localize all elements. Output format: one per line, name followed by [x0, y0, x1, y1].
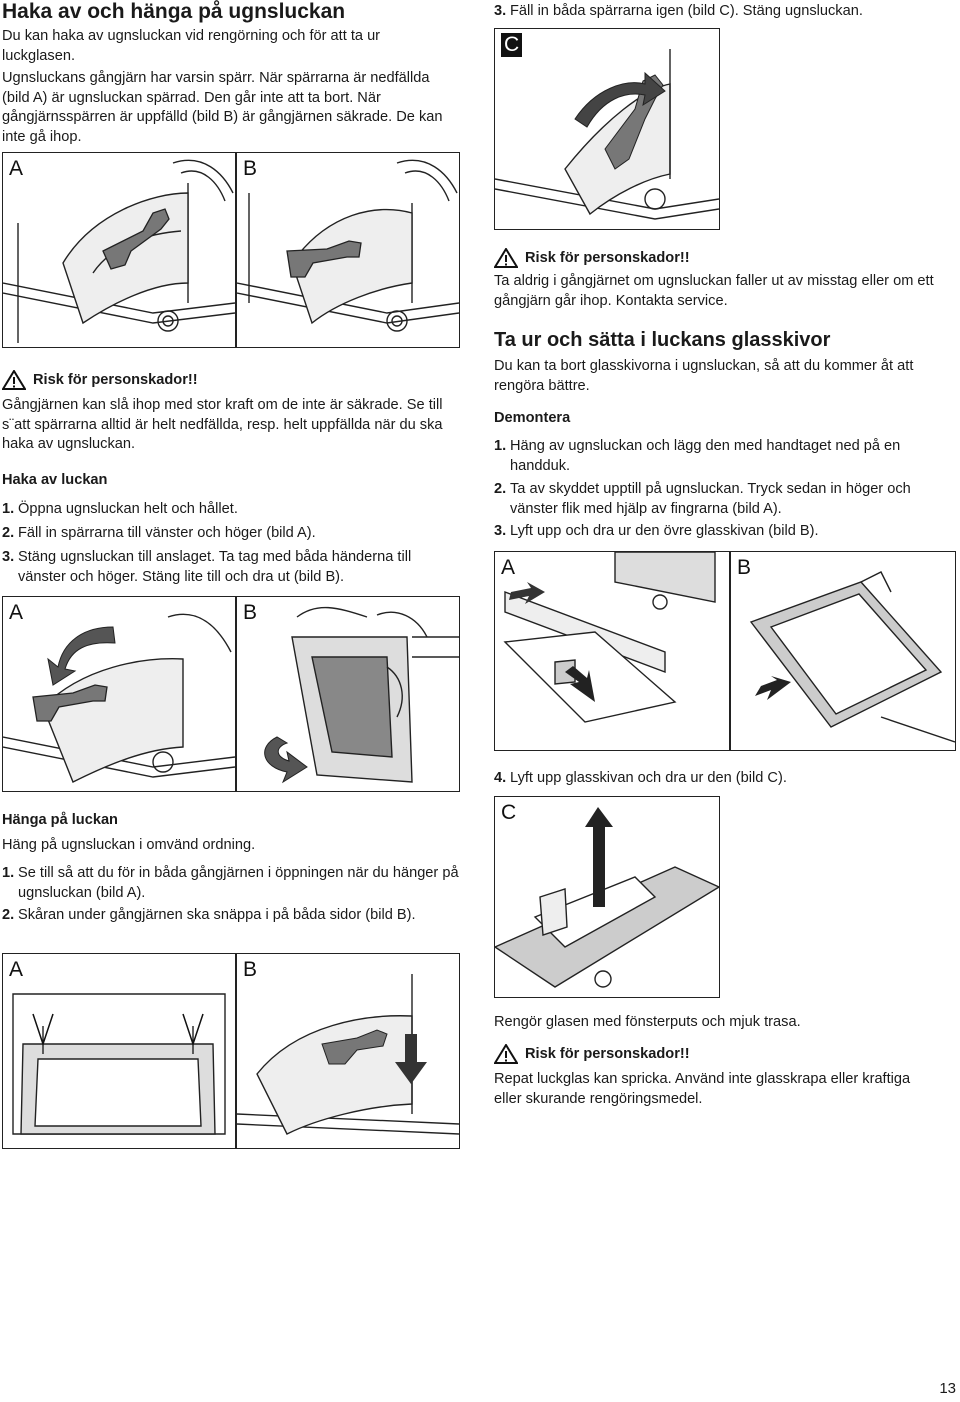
- figure-label-c: C: [501, 33, 523, 57]
- figure-label-b: B: [243, 601, 258, 624]
- warning-triangle-icon: [2, 370, 26, 390]
- figure-label-a: A: [9, 958, 24, 981]
- intro-paragraph-1: Du kan haka av ugnsluckan vid rengörning…: [2, 28, 381, 64]
- unhook-step-3: 3. Stäng ugnsluckan till anslaget. Ta ta…: [2, 549, 412, 585]
- hinge-secured-illustration: [237, 159, 459, 332]
- warning-triangle-icon: [494, 1044, 518, 1064]
- figure-glass-b: B: [730, 551, 956, 751]
- figure-label-c: C: [501, 801, 517, 824]
- figure-hinge-locked-a: A: [2, 152, 236, 348]
- dismantle-heading: Demontera: [494, 410, 571, 426]
- dismantle-step-1: 1. Häng av ugnsluckan och lägg den med h…: [494, 438, 901, 474]
- glass-section-heading: Ta ur och sätta i luckans glasskivor: [494, 329, 831, 351]
- door-hang-illustration: [12, 993, 226, 1135]
- warning-1-heading: Risk för personskador!!: [33, 372, 198, 388]
- figure-glass-a: A: [494, 551, 730, 751]
- figure-relock-c: C: [494, 28, 720, 230]
- unhook-step-2: 2. Fäll in spärrarna till vänster och hö…: [2, 525, 316, 541]
- dismantle-step-3: 3. Lyft upp och dra ur den övre glasskiv…: [494, 523, 819, 539]
- glass-intro: Du kan ta bort glasskivorna i ugnsluckan…: [494, 358, 914, 394]
- figure-unhook-b: B: [236, 596, 460, 792]
- unhook-step-1: 1. Öppna ugnsluckan helt och hållet.: [2, 501, 238, 517]
- figure-label-a: A: [9, 601, 24, 624]
- figure-label-b: B: [243, 958, 258, 981]
- dismantle-step-2: 2. Ta av skyddet upptill på ugnsluckan. …: [494, 481, 911, 517]
- hang-heading: Hänga på luckan: [2, 812, 118, 828]
- warning-triangle-icon: [494, 248, 518, 268]
- figure-glass-c: C: [494, 796, 720, 998]
- figure-hang-b: B: [236, 953, 460, 1149]
- page-number: 13: [939, 1380, 956, 1397]
- figure-label-b: B: [737, 556, 752, 579]
- hang-intro: Häng på ugnsluckan i omvänd ordning.: [2, 837, 256, 853]
- intro-paragraph-2: Ugnsluckans gångjärn har varsin spärr. N…: [2, 70, 443, 145]
- hinge-relock-illustration: [495, 49, 719, 220]
- warning-3-text: Repat luckglas kan spricka. Använd inte …: [494, 1071, 911, 1107]
- hinge-fold-illustration: [3, 613, 235, 783]
- figure-hinge-secured-b: B: [236, 152, 460, 348]
- warning-1: Risk för personskador!!: [2, 370, 198, 390]
- warning-2-text: Ta aldrig i gångjärnet om ugnsluckan fal…: [494, 273, 934, 309]
- door-removal-illustration: [264, 606, 459, 784]
- dismantle-step-4: 4. Lyft upp glasskivan och dra ur den (b…: [494, 770, 787, 786]
- page-title: Haka av och hänga på ugnsluckan: [2, 0, 346, 23]
- glass-lift-illustration: [749, 571, 955, 743]
- hang-step-2: 2. Skåran under gångjärnen ska snäppa i …: [2, 907, 416, 923]
- figure-unhook-a: A: [2, 596, 236, 792]
- figure-label-a: A: [9, 157, 24, 180]
- warning-3: Risk för personskador!!: [494, 1044, 690, 1064]
- warning-2-heading: Risk för personskador!!: [525, 250, 690, 266]
- warning-2: Risk för personskador!!: [494, 248, 690, 268]
- figure-label-b: B: [243, 157, 258, 180]
- figure-hang-a: A: [2, 953, 236, 1149]
- figure-label-a: A: [501, 556, 516, 579]
- warning-1-text: Gångjärnen kan slå ihop med stor kraft o…: [2, 397, 443, 452]
- lock-step-3: 3. Fäll in båda spärrarna igen (bild C).…: [494, 3, 863, 19]
- unhook-heading: Haka av luckan: [2, 472, 108, 488]
- hinge-snap-illustration: [237, 974, 459, 1135]
- clean-instruction: Rengör glasen med fönsterputs och mjuk t…: [494, 1014, 801, 1030]
- hang-step-1: 1. Se till så att du för in båda gångjär…: [2, 865, 459, 901]
- warning-3-heading: Risk för personskador!!: [525, 1046, 690, 1062]
- hinge-locked-illustration: [3, 159, 235, 343]
- cover-removal-illustration: [503, 552, 716, 723]
- glass-pull-illustration: [495, 807, 719, 988]
